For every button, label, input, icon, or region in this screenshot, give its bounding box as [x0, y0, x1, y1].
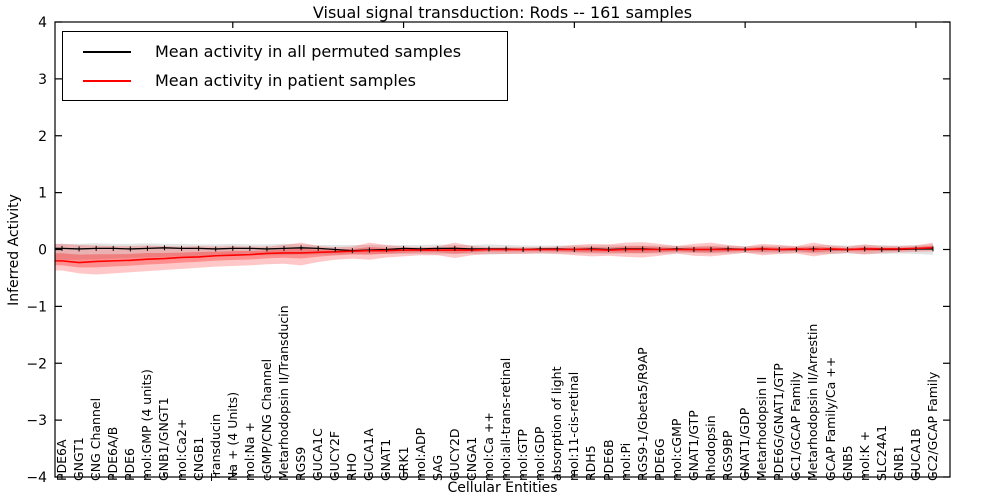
x-tick-label: PDE6A: [54, 439, 69, 481]
patient-band-inner: [55, 245, 933, 268]
legend-item-label: Mean activity in all permuted samples: [155, 42, 462, 61]
x-tick-label: SAG: [429, 454, 445, 481]
y-tick-label: −3: [26, 413, 47, 429]
x-tick-label: PDE6G: [651, 438, 667, 481]
x-tick-label: GUCY2D: [446, 428, 462, 481]
x-tick-label: mol:11-cis-retinal: [566, 371, 582, 481]
y-tick-label: −4: [26, 470, 47, 486]
x-tick-label: RDH5: [583, 445, 599, 481]
y-axis-label: Inferred Activity: [6, 194, 22, 306]
legend-line-sample: [83, 79, 131, 82]
x-tick-label: Na + (4 Units): [224, 391, 240, 481]
legend-item: Mean activity in all permuted samples: [71, 37, 497, 66]
x-tick-label: GNB1/GNGT1: [156, 397, 172, 481]
x-tick-label: RGS9: [293, 446, 309, 481]
x-tick-label: GNB1: [890, 445, 906, 481]
x-tick-label: GUCA1A: [361, 428, 377, 481]
y-tick-label: 1: [38, 186, 47, 202]
x-tick-label: RGS9-1/Gbeta5/R9AP: [634, 347, 650, 481]
x-tick-label: mol:Ca ++: [480, 412, 496, 481]
x-tick-label: GCAP Family/Ca ++: [822, 356, 838, 481]
legend-line-sample: [83, 50, 131, 53]
x-tick-label: GUCY2F: [327, 430, 343, 481]
x-tick-label: Rhodopsin: [702, 415, 718, 481]
chart-title: Visual signal transduction: Rods -- 161 …: [312, 3, 693, 22]
x-tick-label: mol:Pi: [617, 442, 633, 481]
y-tick-label: −2: [26, 356, 47, 372]
x-tick-label: CNG Channel: [88, 397, 104, 481]
x-tick-label: GNAT1/GDP: [737, 407, 753, 481]
x-tick-label: GUCA1B: [907, 428, 923, 481]
x-tick-label: mol:GMP (4 units): [139, 369, 155, 481]
x-tick-label: GNAT1/GTP: [685, 410, 701, 481]
x-tick-label: CNGB1: [190, 436, 206, 481]
y-tick-label: −1: [26, 299, 47, 315]
x-tick-label: Metarhodopsin II/Arrestin: [805, 323, 821, 481]
legend-item-label: Mean activity in patient samples: [155, 71, 416, 90]
x-tick-label: mol:all-trans-retinal: [498, 357, 514, 481]
x-tick-label: PDE6A/B: [105, 426, 121, 481]
x-tick-label: PDE6G/GNAT1/GTP: [771, 363, 787, 481]
x-tick-label: mol:Na +: [241, 422, 257, 481]
x-tick-label: GC2/GCAP Family: [925, 371, 940, 481]
x-tick-label: mol:GDP: [532, 426, 548, 481]
x-tick-label: cGMP/CNG Channel: [258, 358, 274, 481]
x-tick-label: RGS9BP: [720, 430, 736, 481]
x-tick-label: mol:cGMP: [668, 418, 684, 481]
x-tick-label: mol:Ca2+: [173, 418, 189, 481]
x-tick-label: mol:ADP: [412, 427, 428, 481]
y-tick-label: 4: [38, 15, 47, 31]
y-tick-label: 2: [38, 129, 47, 145]
x-tick-label: Transducin: [207, 413, 223, 481]
x-tick-label: PDE6: [122, 447, 138, 481]
x-tick-label: Metarhodopsin II/Transducin: [276, 305, 292, 481]
x-tick-label: mol:K +: [856, 430, 872, 481]
x-tick-label: GNAT1: [378, 438, 394, 481]
x-tick-label: CNGA1: [463, 436, 479, 481]
x-tick-label: PDE6B: [600, 439, 616, 481]
x-tick-label: GNGT1: [71, 437, 87, 481]
x-tick-label: Metarhodopsin II: [754, 376, 770, 481]
x-tick-label: absorption of light: [549, 366, 565, 481]
x-tick-label: GNB5: [839, 445, 855, 481]
x-tick-label: GUCA1C: [310, 428, 326, 481]
permuted-band: [55, 243, 933, 260]
x-tick-label: GC1/GCAP Family: [788, 371, 804, 481]
x-tick-label: mol:GTP: [515, 429, 531, 481]
y-tick-label: 3: [38, 72, 47, 88]
legend-item: Mean activity in patient samples: [71, 66, 497, 95]
x-axis-label: Cellular Entities: [447, 480, 558, 496]
y-tick-label: 0: [38, 243, 47, 259]
x-tick-label: SLC24A1: [873, 424, 889, 481]
x-tick-label: GRK1: [395, 446, 411, 481]
x-tick-label: RHO: [344, 453, 360, 481]
